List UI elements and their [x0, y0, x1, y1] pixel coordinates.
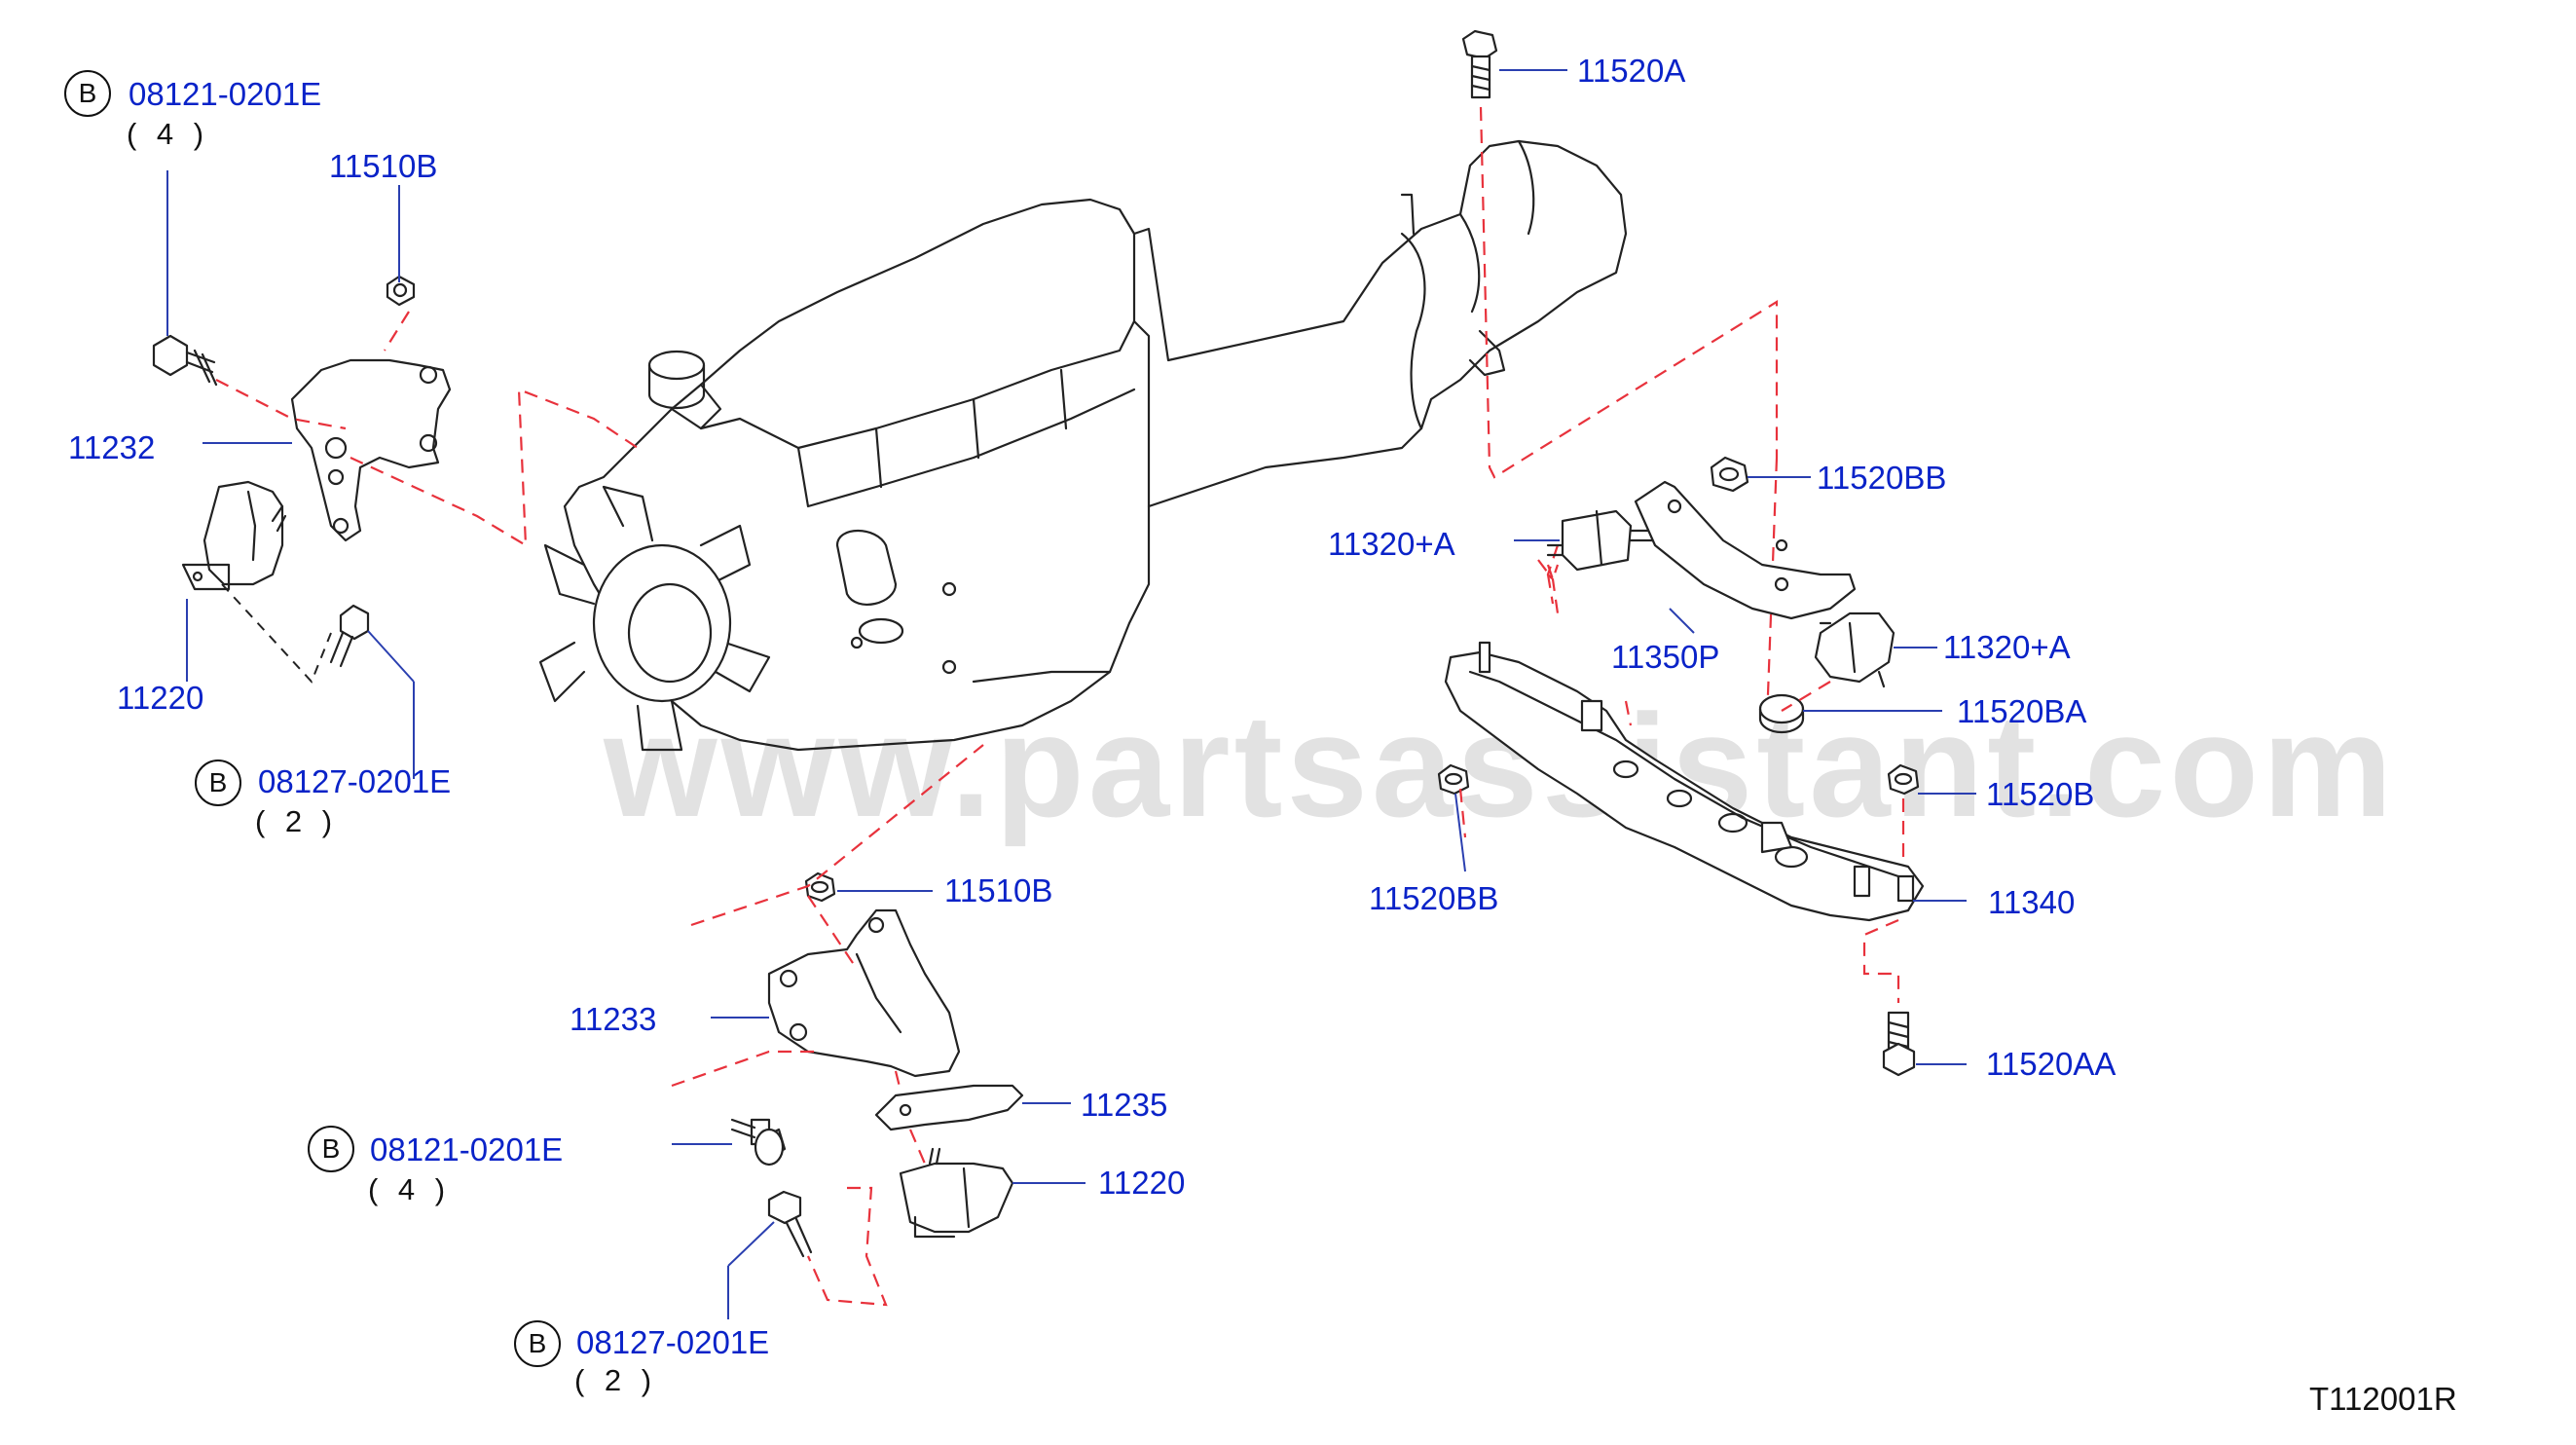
b-symbol-4: B [514, 1320, 561, 1367]
guide-lines-right [1479, 106, 1779, 726]
part-label-11520a[interactable]: 11520A [1577, 53, 1686, 89]
part-label-11320a-left[interactable]: 11320+A [1328, 526, 1455, 562]
b-symbol-1: B [64, 70, 111, 117]
transmission [1132, 139, 1628, 508]
part-label-08121-bottom[interactable]: 08121-0201E [370, 1131, 564, 1167]
b-symbol-2: B [195, 760, 241, 806]
cooling-fan [538, 485, 771, 752]
leader-lines [166, 69, 1976, 1319]
qty-label-bottom: ( 4 ) [368, 1172, 452, 1206]
part-label-11520bb-bottom[interactable]: 11520BB [1369, 880, 1499, 916]
top-transmission-bolt [1461, 29, 1498, 99]
qty-label-bottom-2: ( 2 ) [574, 1363, 658, 1397]
qty-label-top: ( 4 ) [127, 117, 210, 151]
engine-assembly [538, 198, 1151, 752]
guide-lines [215, 311, 639, 547]
part-label-11350p[interactable]: 11350P [1611, 639, 1720, 675]
part-label-11220-bottom[interactable]: 11220 [1098, 1165, 1186, 1201]
part-label-08127-left[interactable]: 08127-0201E [258, 763, 452, 799]
part-label-11510b-top[interactable]: 11510B [329, 148, 438, 184]
part-label-11235[interactable]: 11235 [1081, 1087, 1168, 1123]
part-label-08121-top[interactable]: 08121-0201E [129, 76, 322, 112]
guide-lines-black [221, 583, 332, 684]
part-label-11340[interactable]: 11340 [1988, 884, 2076, 920]
part-label-11520ba[interactable]: 11520BA [1957, 693, 2087, 729]
part-label-11220-left[interactable]: 11220 [117, 680, 204, 716]
upper-left-mount [152, 275, 452, 668]
part-label-11233[interactable]: 11233 [570, 1001, 657, 1037]
guide-lines-lower [671, 744, 984, 1307]
qty-label-left: ( 2 ) [255, 804, 339, 838]
part-label-11320a-right[interactable]: 11320+A [1943, 629, 2071, 665]
part-label-11520aa[interactable]: 11520AA [1986, 1046, 2116, 1082]
rear-mount-assembly [1437, 456, 1925, 1077]
part-label-11520bb-top[interactable]: 11520BB [1817, 460, 1947, 496]
b-symbol-3: B [308, 1126, 354, 1172]
part-label-11520b[interactable]: 11520B [1986, 776, 2095, 812]
part-label-11510b-bottom[interactable]: 11510B [944, 872, 1053, 908]
guide-lines-rear [1458, 574, 1905, 1003]
part-label-08127-bottom[interactable]: 08127-0201E [576, 1324, 770, 1360]
lower-left-mount [730, 871, 1024, 1258]
diagram-code: T112001R [2309, 1381, 2457, 1417]
part-label-11232[interactable]: 11232 [68, 429, 156, 465]
